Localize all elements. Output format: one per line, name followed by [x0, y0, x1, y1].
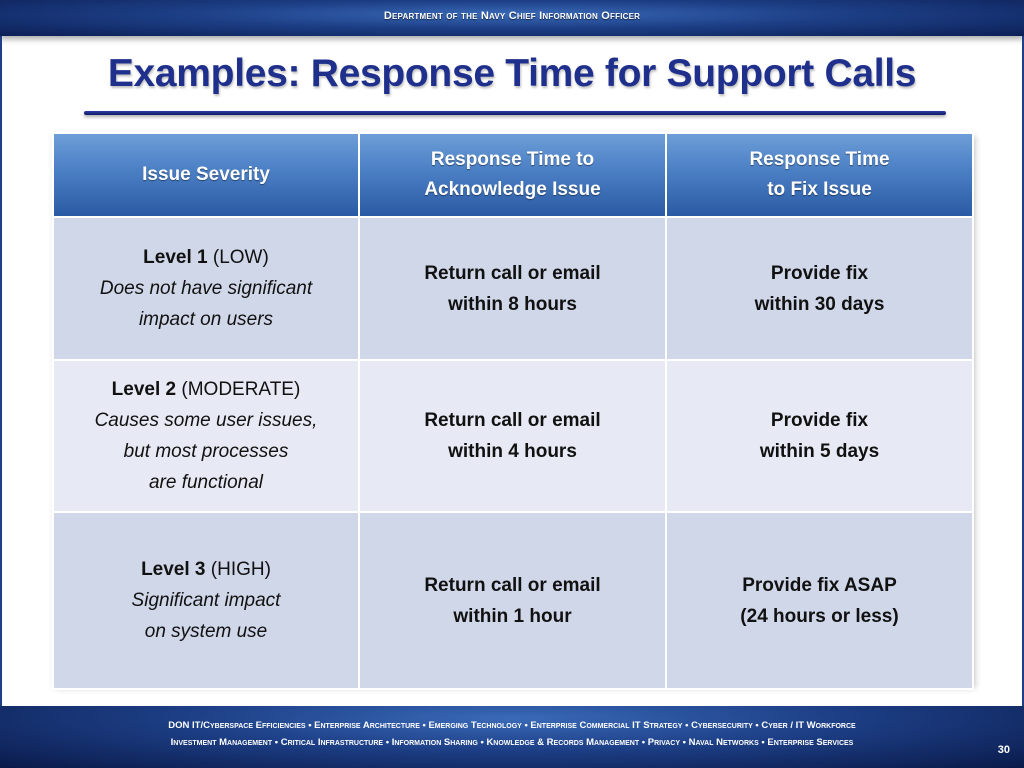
- severity-desc: Does not have significant: [99, 278, 313, 299]
- footer-line-1: DON IT/Cyberspace Efficiencies • Enterpr…: [168, 720, 856, 731]
- fix-cell: Provide fix within 30 days: [665, 216, 974, 361]
- level-label: Level 1: [143, 247, 208, 268]
- header-issue-severity: Issue Severity: [52, 132, 360, 218]
- footer-line-2: Investment Management • Critical Infrast…: [170, 737, 854, 748]
- severity-desc: Significant impact: [131, 590, 281, 611]
- severity-desc: are functional: [148, 472, 264, 493]
- ack-cell: Return call or email within 1 hour: [358, 511, 667, 690]
- ack-cell: Return call or email within 8 hours: [358, 216, 667, 361]
- top-banner: Department of the Navy Chief Information…: [0, 0, 1024, 36]
- page-number: 30: [997, 744, 1010, 756]
- severity-desc: Causes some user issues,: [94, 410, 318, 431]
- table: Issue Severity Response Time to Acknowle…: [52, 132, 974, 690]
- frame-left: [0, 36, 2, 706]
- severity-desc: impact on users: [138, 309, 274, 330]
- table-header-row: Issue Severity Response Time to Acknowle…: [52, 132, 974, 218]
- level-label: Level 3: [141, 559, 206, 580]
- table-row: Level 3 (HIGH) Significant impact on sys…: [52, 511, 974, 690]
- header-ack-time: Response Time to Acknowledge Issue: [358, 132, 667, 218]
- severity-cell: Level 1 (LOW) Does not have significant …: [52, 216, 360, 361]
- header-fix-time: Response Time to Fix Issue: [665, 132, 974, 218]
- table-row: Level 1 (LOW) Does not have significant …: [52, 216, 974, 361]
- org-name: Department of the Navy Chief Information…: [383, 10, 641, 22]
- level-tag: (HIGH): [205, 559, 271, 580]
- level-tag: (MODERATE): [176, 379, 301, 400]
- severity-cell: Level 2 (MODERATE) Causes some user issu…: [52, 359, 360, 513]
- title-underline: [84, 111, 946, 115]
- response-time-table: Issue Severity Response Time to Acknowle…: [52, 132, 974, 690]
- severity-cell: Level 3 (HIGH) Significant impact on sys…: [52, 511, 360, 690]
- fix-cell: Provide fix within 5 days: [665, 359, 974, 513]
- level-tag: (LOW): [207, 247, 269, 268]
- level-label: Level 2: [111, 379, 177, 400]
- slide-title: Examples: Response Time for Support Call…: [107, 52, 917, 95]
- ack-cell: Return call or email within 4 hours: [358, 359, 667, 513]
- bottom-banner: DON IT/Cyberspace Efficiencies • Enterpr…: [0, 706, 1024, 768]
- severity-desc: on system use: [144, 621, 268, 642]
- table-row: Level 2 (MODERATE) Causes some user issu…: [52, 359, 974, 513]
- fix-cell: Provide fix ASAP (24 hours or less): [665, 511, 974, 690]
- frame-right: [1022, 36, 1024, 706]
- severity-desc: but most processes: [123, 441, 289, 462]
